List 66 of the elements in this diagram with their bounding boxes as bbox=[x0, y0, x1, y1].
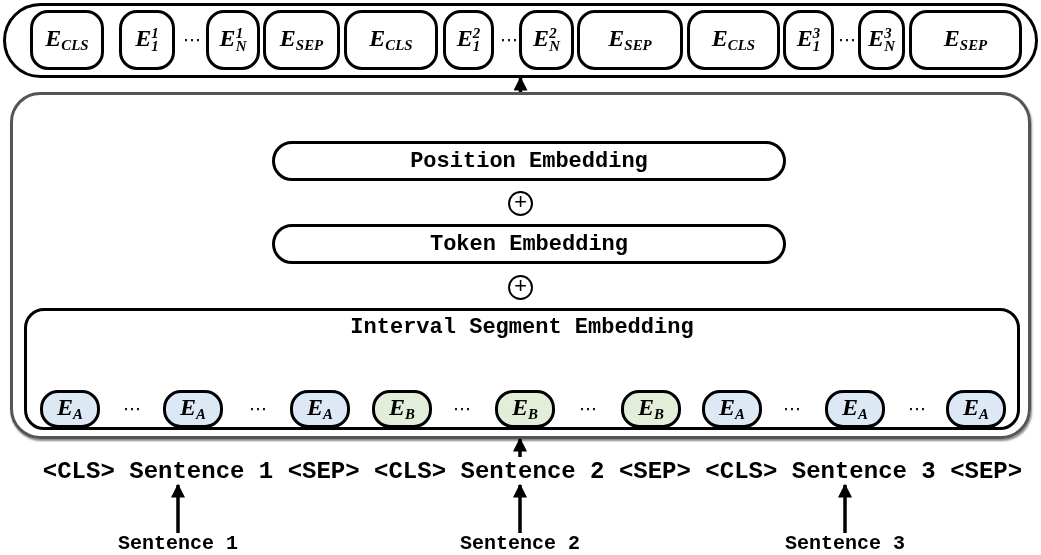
math-label: E$_{B}$ bbox=[638, 395, 664, 423]
token-embedding-box bbox=[372, 390, 432, 428]
math-label: E$_{SEP}$ bbox=[279, 26, 324, 54]
math-label: E$_{SEP}$ bbox=[608, 26, 652, 54]
embedding-box bbox=[272, 141, 786, 181]
token-embedding-box bbox=[946, 390, 1006, 428]
math-label: E$_{A}$ bbox=[180, 395, 206, 423]
embedding-row-frame bbox=[3, 3, 1038, 78]
ellipsis: ⋯ bbox=[908, 400, 926, 418]
token-embedding-box bbox=[40, 390, 100, 428]
token-embedding-box bbox=[621, 390, 681, 428]
token-embedding-box bbox=[443, 10, 494, 70]
token-embedding-box bbox=[495, 390, 555, 428]
math-label: E$_{CLS}$ bbox=[45, 26, 89, 54]
input-text: <CLS> Sentence 1 <SEP> <CLS> Sentence 2 <SEP> <CLS> Sentence 3 <SEP> bbox=[42, 457, 1023, 485]
sentence-label: Sentence 1 bbox=[118, 531, 238, 555]
math-label: E$_{A}$ bbox=[719, 395, 745, 423]
embedding-title: Position Embedding bbox=[410, 148, 648, 174]
plus-sign: + bbox=[513, 276, 528, 299]
ellipsis: ⋯ bbox=[783, 400, 801, 418]
arrow bbox=[838, 483, 852, 533]
arrow bbox=[513, 76, 528, 92]
embedding-title: Token Embedding bbox=[429, 231, 628, 257]
ellipsis: ⋯ bbox=[579, 400, 597, 418]
math-label: E$_{B}$ bbox=[389, 395, 415, 423]
token-embedding-box bbox=[263, 10, 340, 70]
math-label: E$_{CLS}$ bbox=[369, 26, 413, 54]
ellipsis: ⋯ bbox=[500, 31, 518, 49]
segment-embedding-box bbox=[24, 308, 1020, 430]
token-embedding-box bbox=[783, 10, 834, 70]
math-label: E$_{A}$ bbox=[57, 395, 83, 423]
math-label: E$_{SEP}$ bbox=[943, 26, 988, 54]
arrow bbox=[513, 483, 527, 533]
token-embedding-box bbox=[163, 390, 223, 428]
math-label: E$_{A}$ bbox=[842, 395, 868, 423]
token-embedding-box bbox=[290, 390, 350, 428]
token-embedding-box bbox=[577, 10, 683, 70]
math-label: E$_{CLS}$ bbox=[711, 26, 756, 54]
ellipsis: ⋯ bbox=[123, 400, 141, 418]
token-embedding-box bbox=[825, 390, 885, 428]
arrow bbox=[171, 483, 185, 533]
embedding-box bbox=[272, 224, 786, 264]
embedding-title: Interval Segment Embedding bbox=[350, 315, 694, 340]
token-embedding-box bbox=[519, 10, 574, 70]
embedding-panel bbox=[10, 92, 1031, 439]
plus-circle bbox=[508, 191, 533, 216]
token-embedding-box bbox=[206, 10, 260, 70]
math-label: E$_{A}$ bbox=[963, 395, 989, 423]
math-label: E$_{B}$ bbox=[512, 395, 538, 423]
token-embedding-box bbox=[30, 10, 104, 70]
plus-sign: + bbox=[513, 192, 528, 215]
token-embedding-box bbox=[344, 10, 438, 70]
sentence-label: Sentence 2 bbox=[460, 531, 580, 555]
ellipsis: ⋯ bbox=[453, 400, 471, 418]
token-embedding-box bbox=[909, 10, 1022, 70]
token-embedding-box bbox=[858, 10, 905, 70]
math-label: E$_{A}$ bbox=[307, 395, 333, 423]
ellipsis: ⋯ bbox=[183, 31, 201, 49]
token-embedding-box bbox=[687, 10, 780, 70]
ellipsis: ⋯ bbox=[249, 400, 267, 418]
token-embedding-box bbox=[119, 10, 175, 70]
ellipsis: ⋯ bbox=[838, 31, 856, 49]
plus-circle bbox=[508, 275, 533, 300]
token-embedding-box bbox=[702, 390, 762, 428]
arrow bbox=[513, 437, 527, 457]
sentence-label: Sentence 3 bbox=[785, 531, 905, 555]
